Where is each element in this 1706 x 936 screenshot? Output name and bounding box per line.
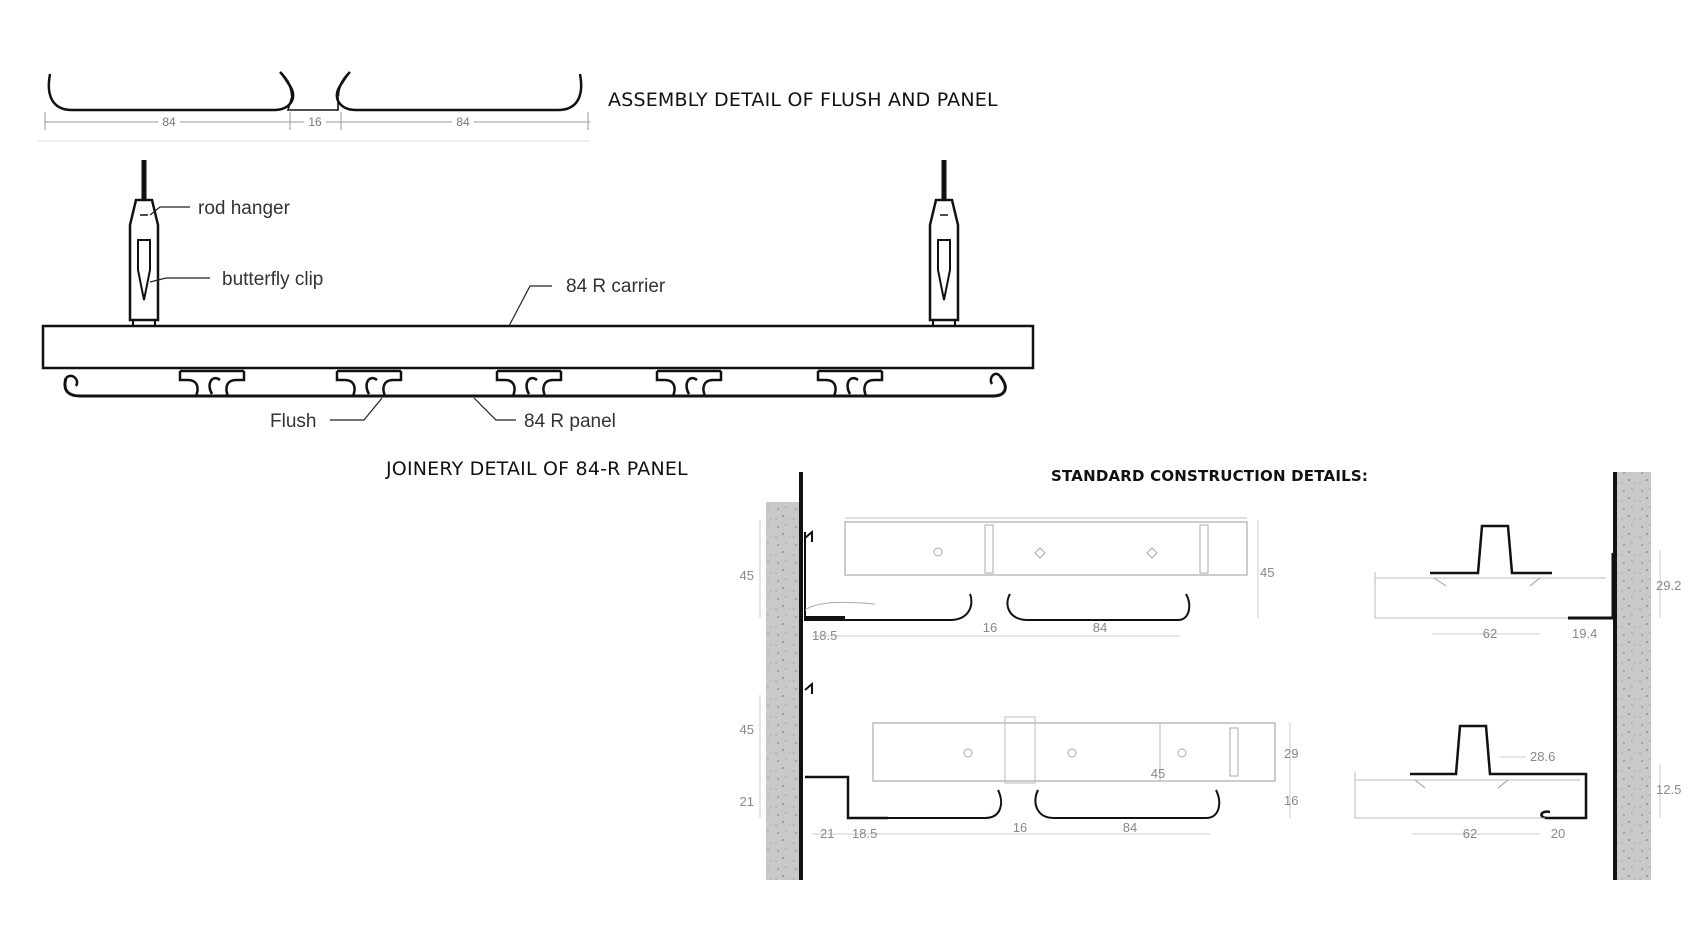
label-panel: 84 R panel [524,411,616,432]
standard-details-title: STANDARD CONSTRUCTION DETAILS: [1051,467,1369,485]
bl-height-top: 45 [740,722,754,737]
right-wall [1615,472,1651,880]
tr-width: 62 [1483,626,1497,641]
panel-profile [63,375,1007,398]
tl-offset: 18.5 [812,628,837,643]
br-height: 12.5 [1656,782,1681,797]
detail-top-right: 62 19.4 29.2 [1374,524,1681,641]
joinery-detail: rod hanger butterfly clip 84 R carrier F… [41,160,1035,432]
label-carrier: 84 R carrier [566,276,666,297]
panel-clips [178,369,884,397]
dim-right-84: 84 [456,115,470,129]
br-top-width: 28.6 [1530,749,1555,764]
dim-left-84: 84 [162,115,176,129]
detail-top-left: 45 45 18.5 16 84 [740,517,1274,643]
label-rod-hanger: rod hanger [198,198,291,219]
bl-step: 21 [820,826,834,841]
left-panel-profile [47,71,295,112]
flush-profile [286,95,339,111]
standard-details: 45 45 18.5 16 84 45 21 21 18.5 2 [740,472,1681,880]
label-butterfly-clip: butterfly clip [222,269,323,290]
bl-carrier-h: 29 [1284,746,1298,761]
assembly-detail-title: ASSEMBLY DETAIL OF FLUSH AND PANEL [608,89,998,111]
detail-bottom-left: 45 21 21 18.5 29 45 16 16 84 [740,681,1298,841]
left-wall [766,502,801,880]
detail-bottom-right: 62 20 28.6 12.5 [1354,724,1681,841]
rod-hanger-right [928,160,960,326]
label-flush: Flush [270,411,316,432]
bl-panel: 84 [1123,820,1137,835]
joinery-detail-title: JOINERY DETAIL OF 84-R PANEL [386,458,688,480]
dim-gap-16: 16 [308,115,322,129]
tr-offset: 19.4 [1572,626,1597,641]
bl-right-h: 16 [1284,793,1298,808]
br-lip: 20 [1551,826,1565,841]
br-width: 62 [1463,826,1477,841]
bl-mid: 45 [1151,766,1165,781]
tl-panel: 84 [1093,620,1107,635]
bl-offset: 18.5 [852,826,877,841]
right-panel-profile [335,71,583,112]
rod-hanger-left [128,160,160,326]
bl-gap: 16 [1013,820,1027,835]
tl-gap: 16 [983,620,997,635]
carrier-bar [41,324,1035,370]
tl-height-left: 45 [740,568,754,583]
tl-height-right: 45 [1260,565,1274,580]
tr-height: 29.2 [1656,578,1681,593]
bl-height-bottom: 21 [740,794,754,809]
assembly-detail: 84 16 84 [38,71,590,142]
